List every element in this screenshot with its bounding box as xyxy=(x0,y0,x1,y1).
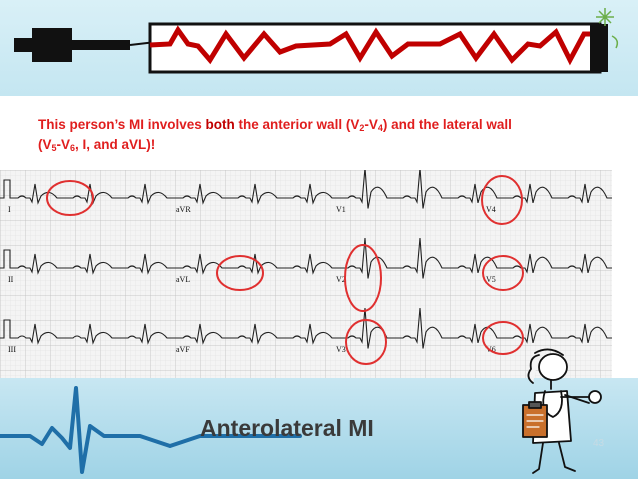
lead-label: I xyxy=(8,205,11,214)
page-number: 43 xyxy=(593,438,605,449)
lead-label: aVL xyxy=(176,275,190,284)
ecg-trace-decoration-icon xyxy=(14,8,619,74)
ecg-trace-row xyxy=(0,237,612,279)
st-elevation-highlight-circle xyxy=(482,321,524,355)
st-elevation-highlight-circle xyxy=(482,255,524,291)
emphasis-word: both xyxy=(205,117,235,132)
ecg-trace-row xyxy=(0,170,612,209)
st-elevation-highlight-circle xyxy=(46,180,94,216)
lead-label: aVR xyxy=(176,205,191,214)
lead-label: III xyxy=(8,345,16,354)
st-elevation-highlight-circle xyxy=(344,244,382,312)
st-elevation-highlight-circle xyxy=(216,255,264,291)
lead-label: aVF xyxy=(176,345,190,354)
lead-label: V2 xyxy=(336,275,346,284)
st-elevation-highlight-circle xyxy=(345,319,387,365)
lead-label: V6 xyxy=(486,345,496,354)
lead-label: V4 xyxy=(486,205,496,214)
st-elevation-highlight-circle xyxy=(481,175,523,225)
lead-label: V3 xyxy=(336,345,346,354)
slide-title: Anterolateral MI xyxy=(200,415,374,441)
caption-text: This person’s MI involves both the anter… xyxy=(38,117,512,153)
lead-label: V1 xyxy=(336,205,346,214)
lead-label: V5 xyxy=(486,275,496,284)
lead-label: II xyxy=(8,275,14,284)
heartbeat-line-icon xyxy=(0,386,302,474)
ecg-trace-row xyxy=(0,307,612,349)
doctor-with-stethoscope-icon xyxy=(522,348,602,474)
